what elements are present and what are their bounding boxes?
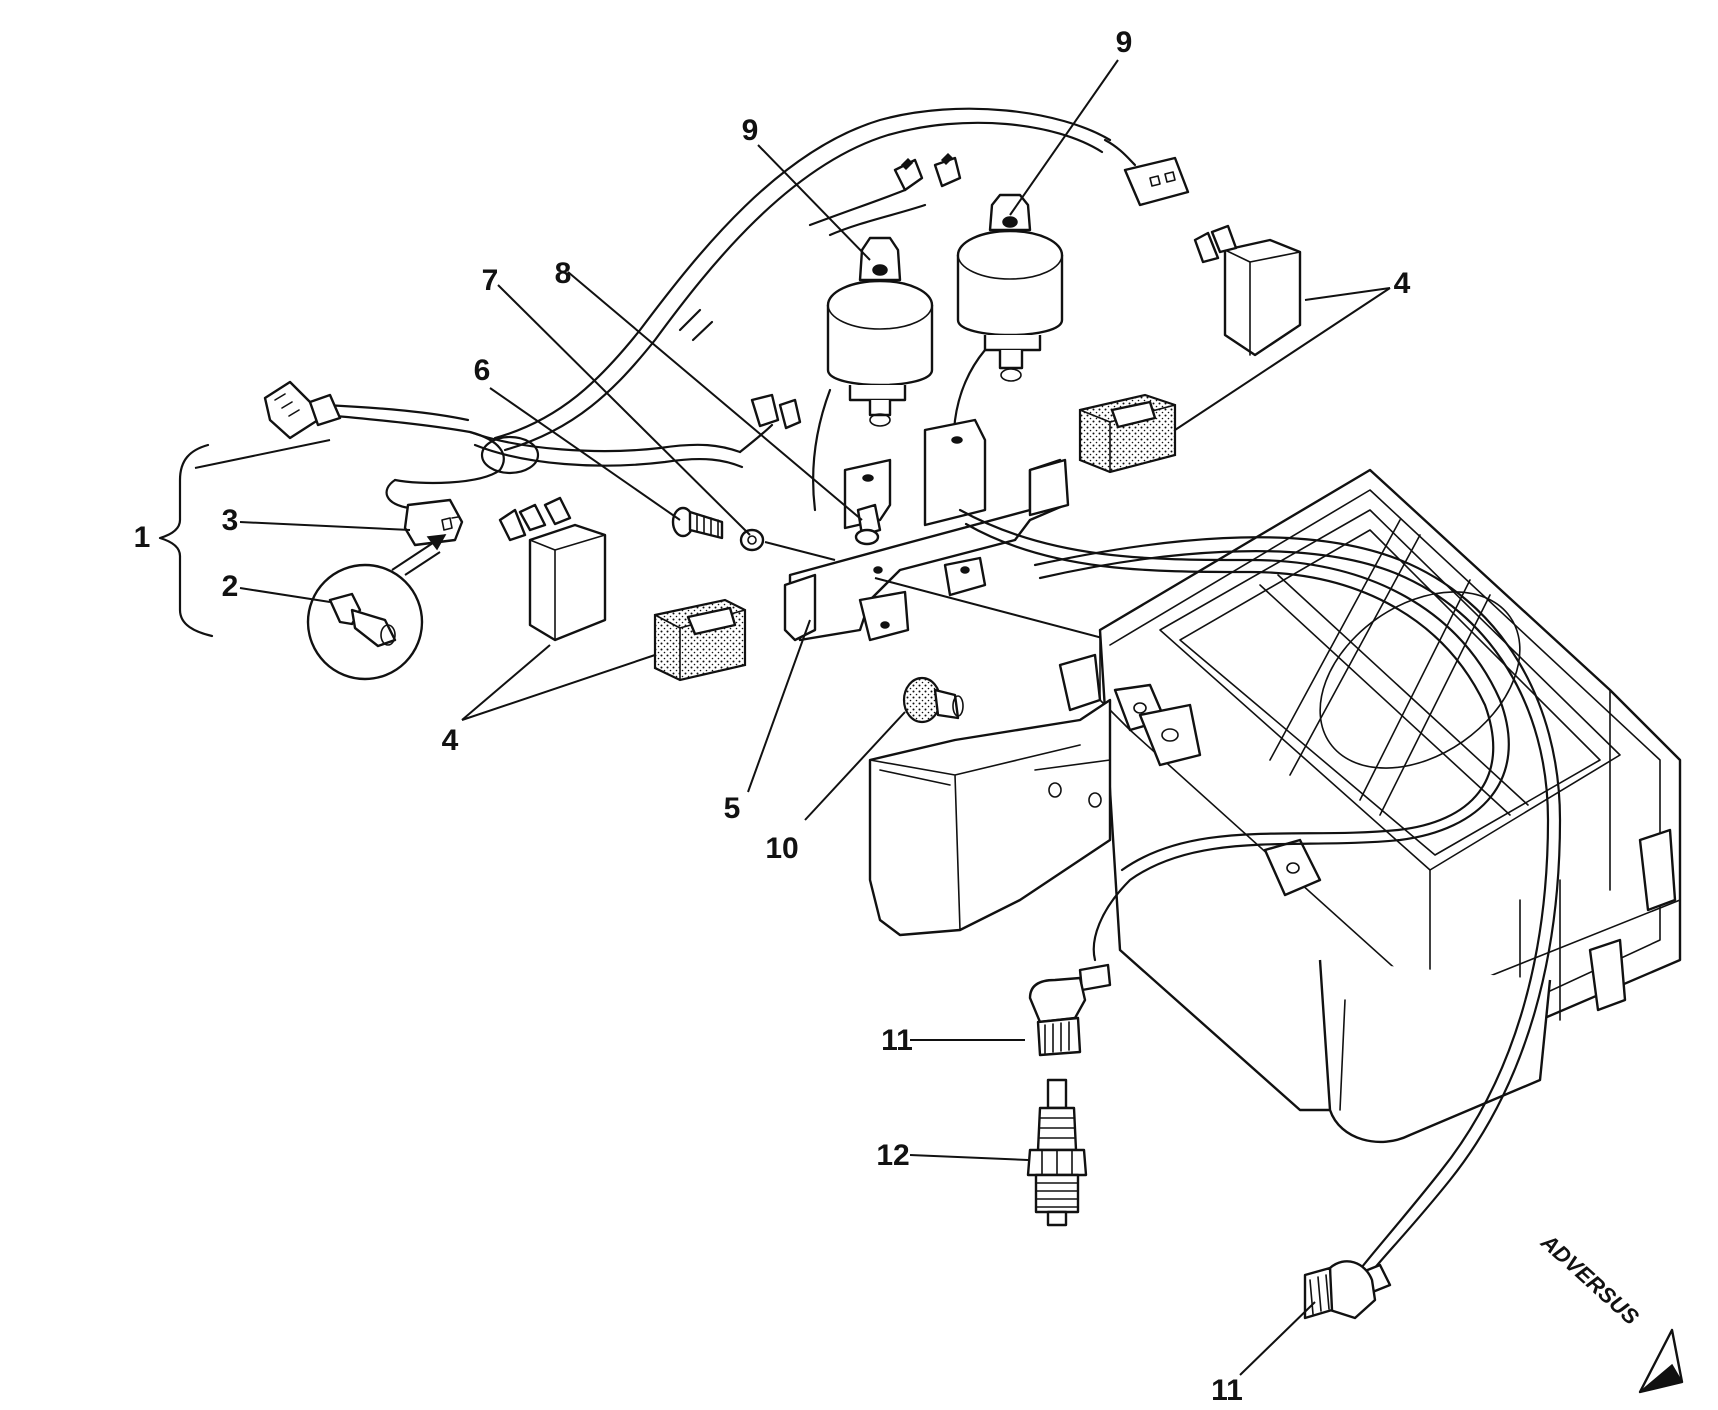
terminal-detail-circle	[306, 534, 447, 681]
airbox-housing	[1058, 468, 1682, 1143]
battery-tray	[868, 698, 1112, 937]
connector-housing	[403, 498, 464, 547]
ignition-coil-left	[826, 236, 934, 427]
plug-connector-top-right	[1103, 138, 1190, 207]
callout-7: 7	[482, 264, 499, 297]
watermark-text: ADVERSUS	[1535, 1229, 1644, 1330]
callout-11-upper: 11	[881, 1024, 913, 1057]
spade-connector-top	[893, 152, 962, 192]
grommet-10	[902, 676, 964, 724]
callout-4-right: 4	[1394, 267, 1411, 300]
callout-10: 10	[765, 832, 798, 865]
spark-plug-cap-upper	[1028, 963, 1112, 1057]
washer-7	[739, 528, 765, 552]
rubber-cover-left	[498, 496, 607, 642]
spark-plug	[1026, 1078, 1088, 1227]
rubber-cover-right	[1193, 224, 1302, 357]
spade-connector-mid	[738, 393, 802, 454]
bolt-8	[854, 503, 882, 546]
multi-pin-plug-left	[263, 380, 342, 440]
callout-5: 5	[724, 792, 741, 825]
leader-lines	[239, 59, 1391, 1376]
callouts: 1 2 3 4 4 5 6 7 8 9 9 10 11 11 12	[134, 26, 1411, 1407]
foam-block-right	[1078, 393, 1177, 474]
adversus-watermark: ADVERSUS	[1535, 1229, 1684, 1394]
coil-mounting-bracket	[783, 418, 1070, 642]
ht-lead-upper	[958, 508, 1510, 962]
callout-6: 6	[474, 354, 491, 387]
ht-lead-lower	[1033, 536, 1562, 1282]
callout-2: 2	[222, 570, 239, 603]
spark-plug-cap-lower	[1303, 1260, 1392, 1320]
wiring-harness	[158, 107, 1190, 638]
callout-12: 12	[876, 1139, 909, 1172]
ignition-coil-right	[956, 193, 1064, 382]
callout-3: 3	[222, 504, 239, 537]
screw-6	[671, 506, 724, 540]
callout-11-lower: 11	[1211, 1374, 1243, 1407]
foam-block-left	[653, 598, 747, 682]
callout-1: 1	[134, 521, 151, 554]
callout-8: 8	[555, 257, 572, 290]
callout-9-left: 9	[742, 114, 759, 147]
callout-4-left: 4	[442, 724, 459, 757]
part-1-brace	[158, 443, 214, 638]
callout-9-right: 9	[1116, 26, 1133, 59]
